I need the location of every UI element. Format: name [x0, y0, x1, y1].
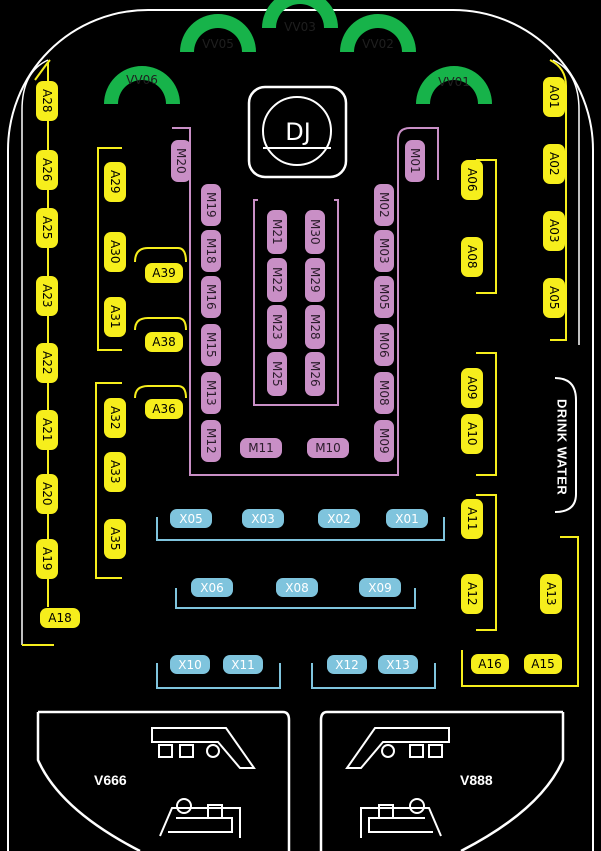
table-m[interactable]: M26 — [305, 352, 325, 396]
table-x[interactable]: X02 — [318, 509, 360, 528]
table-a[interactable]: A22 — [36, 343, 58, 383]
table-a[interactable]: A12 — [461, 574, 483, 614]
table-m[interactable]: M10 — [307, 438, 349, 458]
table-a[interactable]: A26 — [36, 150, 58, 190]
vv-booth[interactable]: VV02 — [362, 37, 394, 51]
table-m[interactable]: M25 — [267, 352, 287, 396]
vv-booth[interactable]: VV05 — [202, 37, 234, 51]
table-a[interactable]: A32 — [104, 398, 126, 438]
dj-booth-label: DJ — [285, 118, 311, 146]
table-x[interactable]: X05 — [170, 509, 212, 528]
vip-v888-label: V888 — [460, 772, 493, 788]
table-a[interactable]: A09 — [461, 368, 483, 408]
vv-booth[interactable]: VV06 — [126, 73, 158, 87]
table-a[interactable]: A10 — [461, 414, 483, 454]
table-m[interactable]: M15 — [201, 324, 221, 366]
table-a[interactable]: A21 — [36, 410, 58, 450]
drink-water-label: DRINK WATER — [554, 398, 570, 496]
table-m[interactable]: M08 — [374, 372, 394, 414]
table-a[interactable]: A33 — [104, 452, 126, 492]
table-a[interactable]: A05 — [543, 278, 565, 318]
table-m[interactable]: M28 — [305, 305, 325, 349]
table-m[interactable]: M13 — [201, 372, 221, 414]
table-m[interactable]: M21 — [267, 210, 287, 254]
table-x[interactable]: X11 — [223, 655, 263, 674]
table-a[interactable]: A23 — [36, 276, 58, 316]
table-a[interactable]: A15 — [524, 654, 562, 674]
table-m[interactable]: M22 — [267, 258, 287, 302]
table-m[interactable]: M30 — [305, 210, 325, 254]
table-a[interactable]: A19 — [36, 539, 58, 579]
vv-booth[interactable]: VV01 — [438, 75, 470, 89]
vv-booth[interactable]: VV03 — [284, 20, 316, 34]
table-a[interactable]: A35 — [104, 519, 126, 559]
table-m[interactable]: M01 — [405, 140, 425, 182]
vip-v666-label: V666 — [94, 772, 127, 788]
table-a[interactable]: A25 — [36, 208, 58, 248]
table-a[interactable]: A36 — [145, 399, 183, 419]
table-m[interactable]: M05 — [374, 276, 394, 318]
table-x[interactable]: X08 — [276, 578, 318, 597]
table-m[interactable]: M16 — [201, 276, 221, 318]
table-a[interactable]: A28 — [36, 81, 58, 121]
table-m[interactable]: M20 — [171, 140, 191, 182]
table-a[interactable]: A38 — [145, 332, 183, 352]
table-m[interactable]: M06 — [374, 324, 394, 366]
table-m[interactable]: M03 — [374, 230, 394, 272]
table-x[interactable]: X13 — [378, 655, 418, 674]
table-a[interactable]: A02 — [543, 144, 565, 184]
table-a[interactable]: A18 — [40, 608, 80, 628]
table-x[interactable]: X09 — [359, 578, 401, 597]
table-m[interactable]: M19 — [201, 184, 221, 226]
table-m[interactable]: M09 — [374, 420, 394, 462]
table-x[interactable]: X03 — [242, 509, 284, 528]
table-a[interactable]: A30 — [104, 232, 126, 272]
table-a[interactable]: A06 — [461, 160, 483, 200]
table-m[interactable]: M11 — [240, 438, 282, 458]
table-m[interactable]: M23 — [267, 305, 287, 349]
table-a[interactable]: A11 — [461, 499, 483, 539]
table-a[interactable]: A16 — [471, 654, 509, 674]
table-x[interactable]: X01 — [386, 509, 428, 528]
table-a[interactable]: A20 — [36, 474, 58, 514]
table-a[interactable]: A13 — [540, 574, 562, 614]
table-a[interactable]: A29 — [104, 162, 126, 202]
table-a[interactable]: A03 — [543, 211, 565, 251]
table-a[interactable]: A31 — [104, 297, 126, 337]
table-x[interactable]: X06 — [191, 578, 233, 597]
table-a[interactable]: A01 — [543, 77, 565, 117]
table-m[interactable]: M02 — [374, 184, 394, 226]
table-x[interactable]: X12 — [327, 655, 367, 674]
table-a[interactable]: A39 — [145, 263, 183, 283]
table-x[interactable]: X10 — [170, 655, 210, 674]
table-m[interactable]: M29 — [305, 258, 325, 302]
table-m[interactable]: M18 — [201, 230, 221, 272]
table-a[interactable]: A08 — [461, 237, 483, 277]
table-m[interactable]: M12 — [201, 420, 221, 462]
